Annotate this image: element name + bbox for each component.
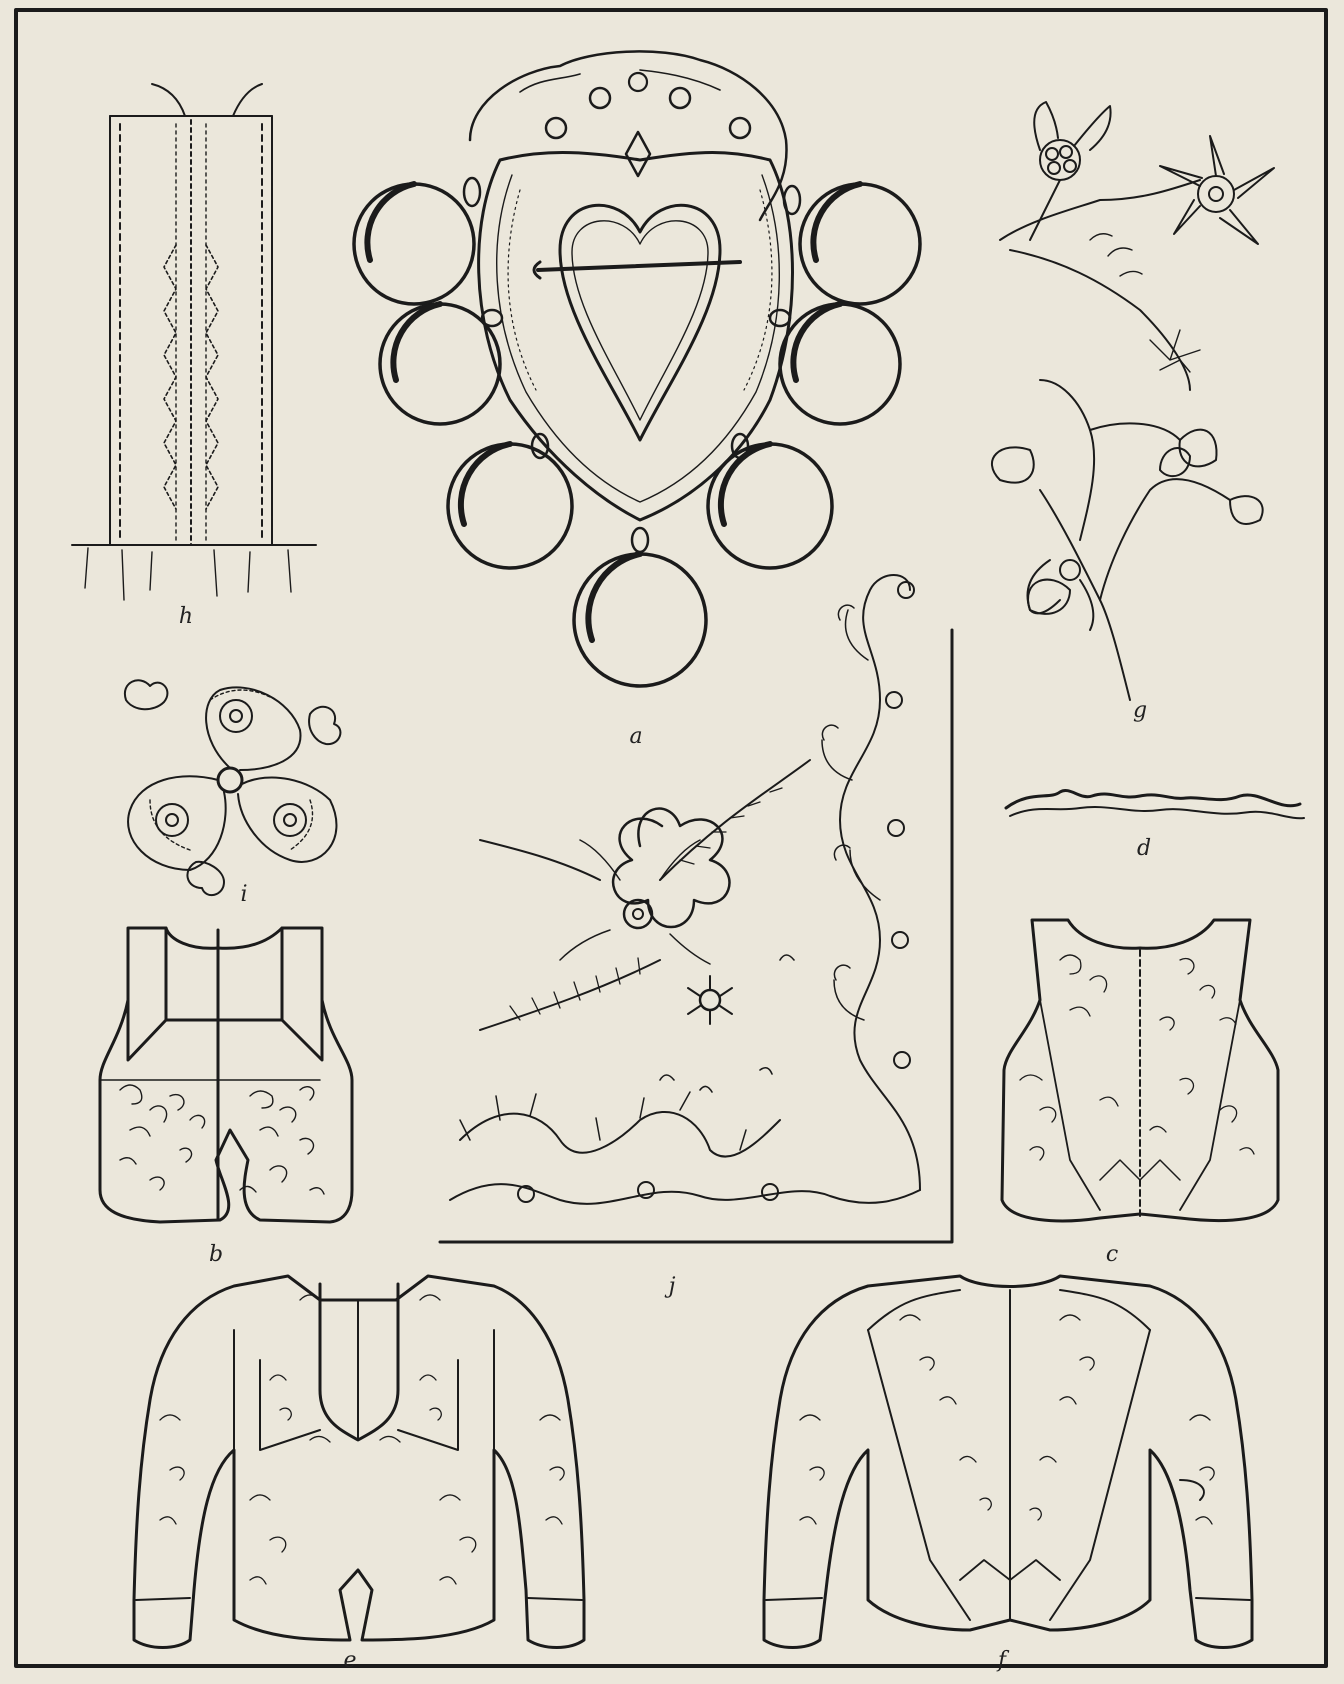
label-f: f [997,1648,1007,1673]
figure-h-shirt-front [71,83,317,601]
label-d: d [1136,836,1152,861]
figure-f-jacket-back [762,1274,1254,1649]
figure-c-bodice-back [1000,918,1280,1223]
figure-j-floral-corner [438,574,954,1244]
label-i: i [240,882,248,907]
label-c: c [1105,1242,1119,1267]
label-e: e [343,1648,357,1673]
figure-i-rosette [123,679,342,897]
label-h: h [178,604,194,629]
label-j: j [668,1274,676,1299]
figure-g-floral-sprigs [990,101,1275,701]
figure-a-brooch [352,50,922,688]
plate-border [14,8,1328,1668]
label-b: b [208,1242,224,1267]
figure-e-jacket-front [132,1274,586,1649]
figure-d-wave-border [1004,789,1305,820]
label-g: g [1132,698,1148,723]
label-a: a [629,724,643,749]
figure-b-bodice-front [98,926,354,1224]
